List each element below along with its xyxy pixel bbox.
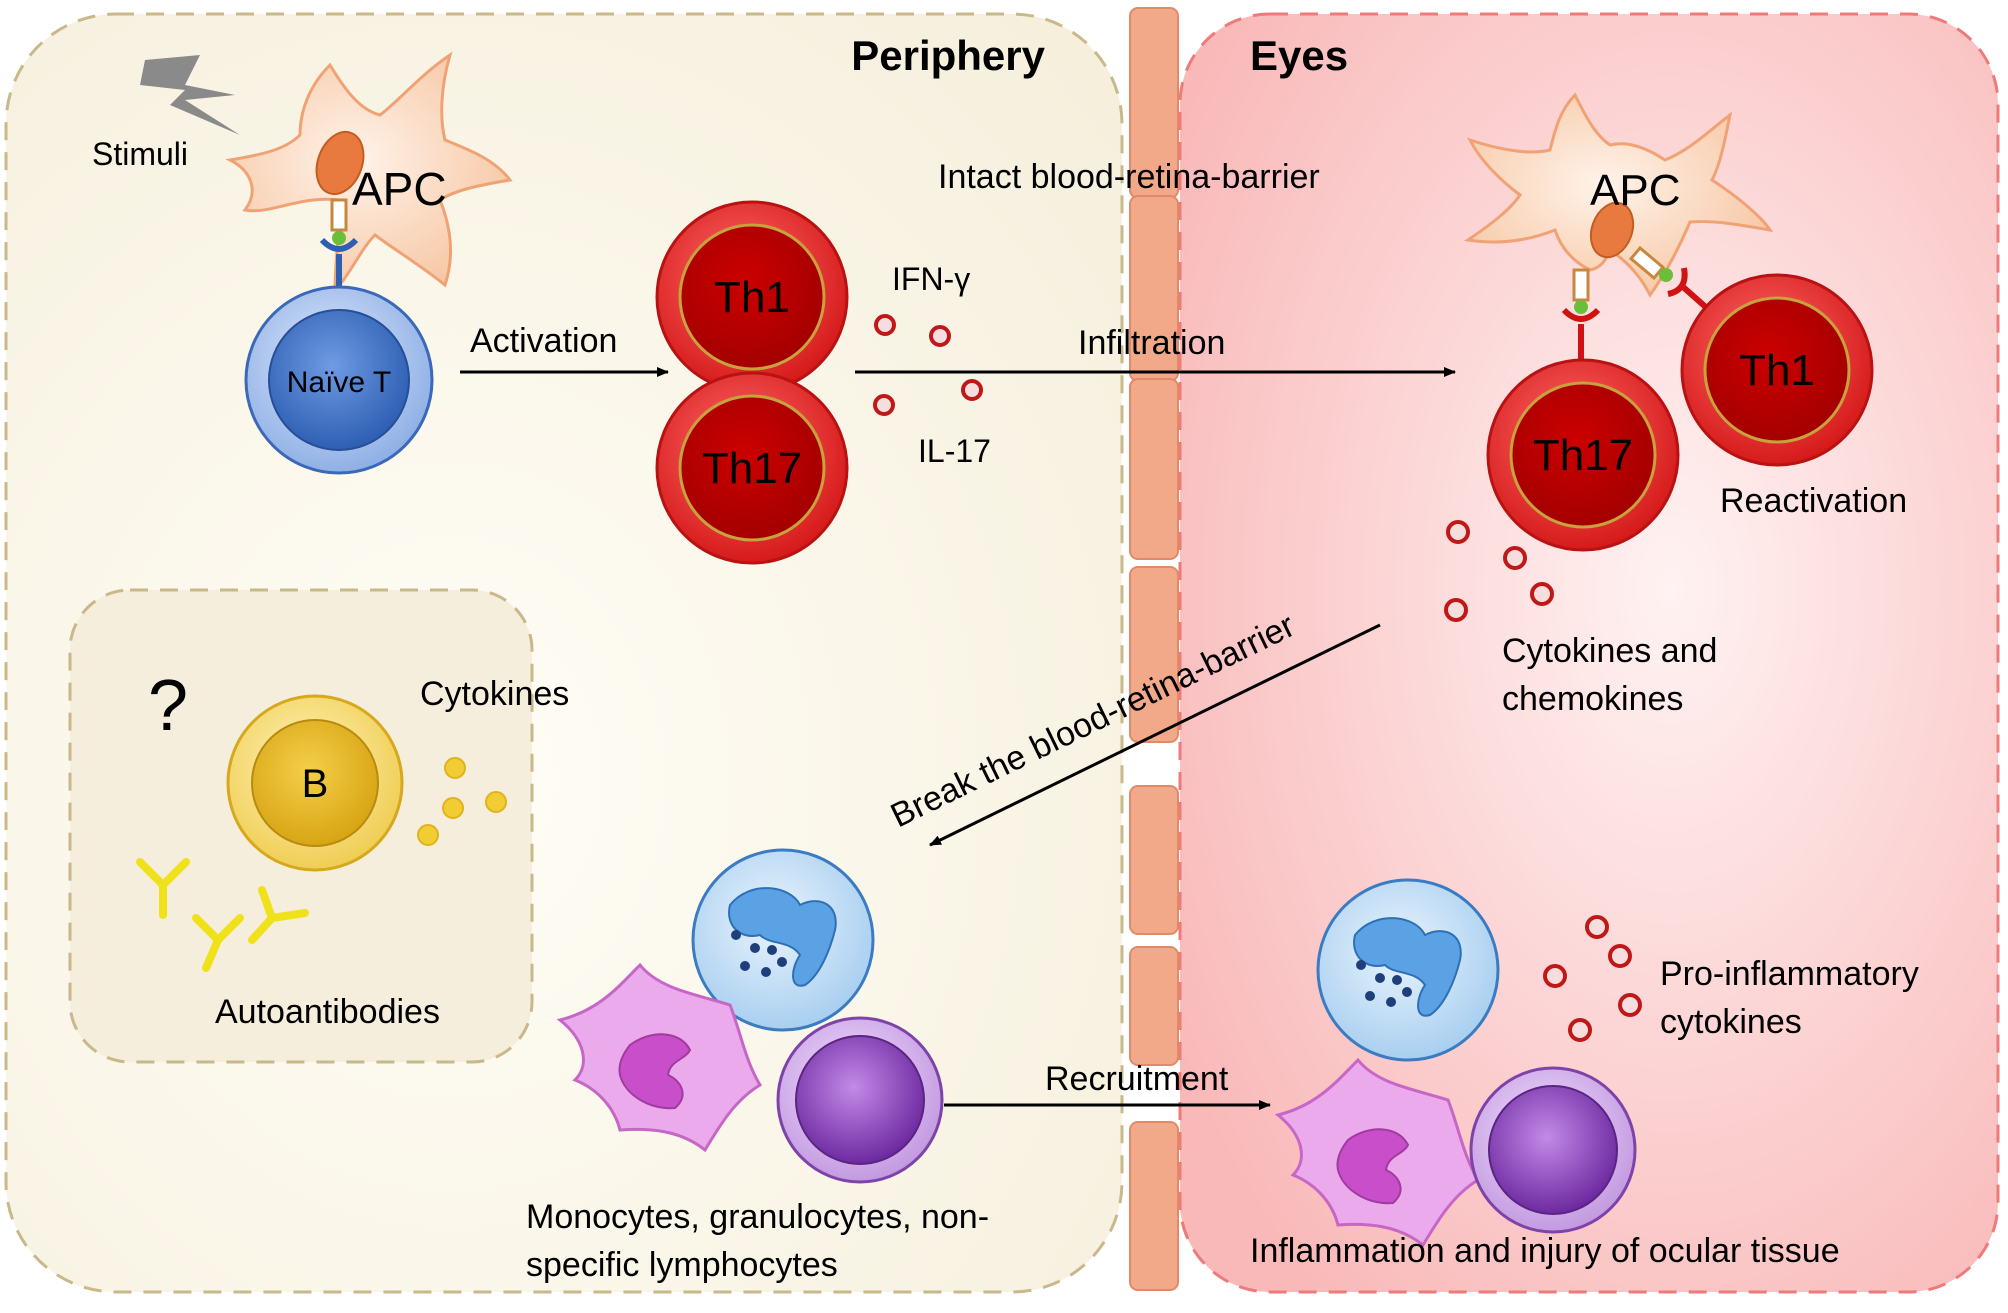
cytokines-chemokines-label-2: chemokines [1502,680,1683,718]
b-cell [226,694,404,872]
il17-label: IL-17 [918,433,991,469]
tcr-eye-th1 [1667,267,1688,297]
b-cell-label: B [302,762,329,806]
cytokine-dots-eyes [1444,520,1554,622]
tcr-periphery [319,237,359,252]
antigen-eye-th1 [1659,268,1673,282]
mhc-eye-th1 [1628,245,1666,281]
apc-eyes [1464,92,1774,298]
macrophage-eyes [1274,1057,1481,1248]
th17-label-eyes: Th17 [1533,431,1633,480]
infiltration-label: Infiltration [1078,324,1225,362]
apc-periphery [225,51,513,294]
th1-cell-eyes [1680,273,1874,467]
b-cytokine-dots [417,757,507,846]
question-mark: ? [148,666,188,746]
break-brb-arrow [929,623,1381,847]
neutrophil-periphery [691,848,875,1032]
naive-t-label: Naïve T [287,366,392,399]
apc-eye-label: APC [1590,166,1680,215]
ifn-label: IFN-γ [892,261,970,297]
blood-retina-barrier [1129,7,1179,1291]
cytokines-b-label: Cytokines [420,675,569,713]
antigen-periphery [332,231,346,245]
autoantibodies-label: Autoantibodies [215,993,440,1031]
th17-cell-periphery [655,371,849,565]
cytokines-chemokines-label-1: Cytokines and [1502,632,1717,670]
periphery-title: Periphery [851,32,1045,79]
th17-cell-eyes [1486,358,1680,552]
inflammation-label: Inflammation and injury of ocular tissue [1250,1232,1840,1270]
eyes-title: Eyes [1250,32,1348,79]
th17-label-periphery: Th17 [702,444,802,493]
th1-label-periphery: Th1 [714,273,790,322]
naive-t-cell [244,285,434,475]
antibody-icons [136,858,309,972]
lymphocyte-periphery [776,1016,944,1184]
macrophage-periphery [556,962,763,1153]
monocytes-label-2: specific lymphocytes [526,1246,838,1284]
proinflammatory-label-1: Pro-inflammatory [1660,955,1919,993]
lymphocyte-eyes [1469,1066,1637,1234]
stimuli-label: Stimuli [92,136,188,172]
intact-brb-label: Intact blood-retina-barrier [938,158,1320,196]
reactivation-label: Reactivation [1720,482,1907,520]
lightning-icon [140,55,240,135]
proinflammatory-label-2: cytokines [1660,1003,1802,1041]
mhc-periphery [330,198,348,232]
recruitment-label: Recruitment [1045,1060,1229,1098]
th1-cell-periphery [655,200,849,394]
th1-label-eyes: Th1 [1739,346,1815,395]
neutrophil-eyes [1316,878,1500,1062]
mhc-eye-th17 [1572,268,1590,302]
activation-label: Activation [470,322,617,360]
proinflammatory-dots [1543,915,1642,1042]
monocytes-label-1: Monocytes, granulocytes, non- [526,1198,989,1236]
cytokine-dots-periphery [873,314,983,416]
antigen-eye-th17 [1574,300,1588,314]
tcr-eye-th17 [1561,307,1601,322]
apc-label: APC [352,163,447,215]
